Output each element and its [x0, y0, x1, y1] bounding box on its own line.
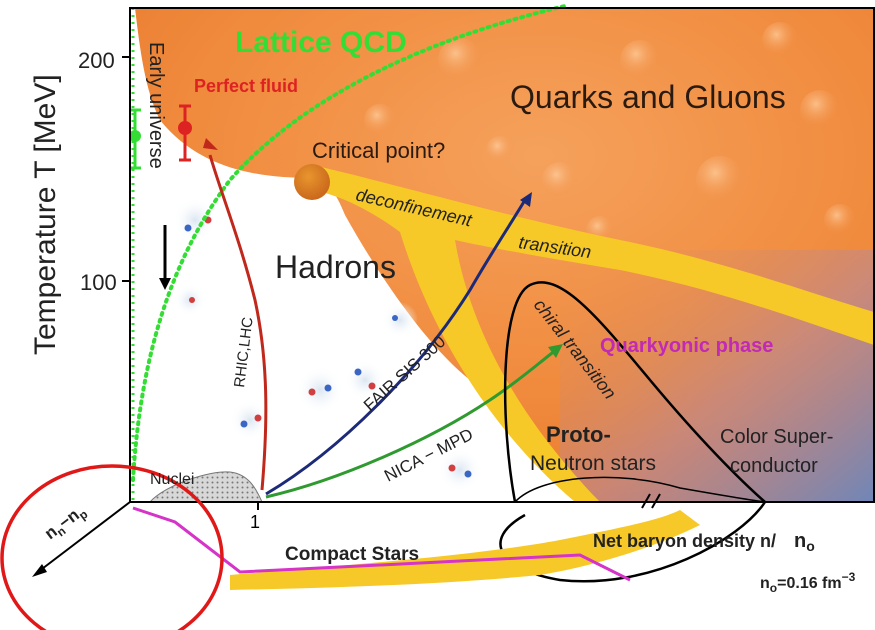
compact-stars-band [230, 510, 700, 590]
hadron-region [130, 8, 588, 502]
critical-point-label: Critical point? [312, 138, 445, 163]
lattice-qcd-curve [131, 4, 567, 482]
fair-sis300-arrow [265, 192, 532, 496]
nuclei-blob [148, 471, 263, 503]
y-axis-ticks [122, 56, 130, 282]
color-super-label-2: conductor [730, 455, 818, 477]
qgp-texture [364, 22, 856, 244]
neutron-star-curve [514, 476, 766, 503]
nuclei-label: Nuclei [150, 471, 194, 488]
early-universe-label: Early universe [145, 42, 167, 169]
n0-definition: no=0.16 fm−3 [760, 570, 856, 595]
compact-stars-label: Compact Stars [285, 544, 419, 565]
isospin-axis [32, 501, 131, 577]
transition-band [312, 165, 874, 502]
plot-area [130, 8, 874, 502]
x-tick-label: 1 [250, 512, 260, 532]
y-axis-label: Temperature T [MeV] [29, 74, 62, 355]
x-axis-label: Net baryon density n/no [593, 530, 815, 554]
hadron-blobs [173, 198, 482, 492]
quarkyonic-label: Quarkyonic phase [600, 335, 773, 357]
lattice-qcd-label: Lattice QCD [235, 26, 407, 59]
chiral-transition-curve [499, 281, 767, 583]
neutron-stars-label: Neutron stars [530, 452, 656, 475]
perfect-fluid-label: Perfect fluid [194, 76, 298, 96]
nica-mpd-arrow [265, 344, 563, 499]
quarks-gluons-label: Quarks and Gluons [510, 79, 786, 115]
proto-label: Proto- [546, 422, 611, 447]
isospin-curve [132, 506, 631, 582]
y-tick-200: 200 [78, 48, 115, 73]
highlight-circle [0, 464, 224, 630]
color-super-label-1: Color Super- [720, 426, 833, 448]
critical-point-marker [294, 164, 330, 200]
hadrons-label: Hadrons [275, 249, 396, 285]
y-tick-100: 100 [80, 270, 117, 295]
isospin-axis-label: nn−np [41, 501, 90, 546]
perfect-fluid-marker [178, 104, 192, 162]
rhic-lhc-arrow [203, 138, 268, 491]
plot-frame [129, 7, 875, 503]
